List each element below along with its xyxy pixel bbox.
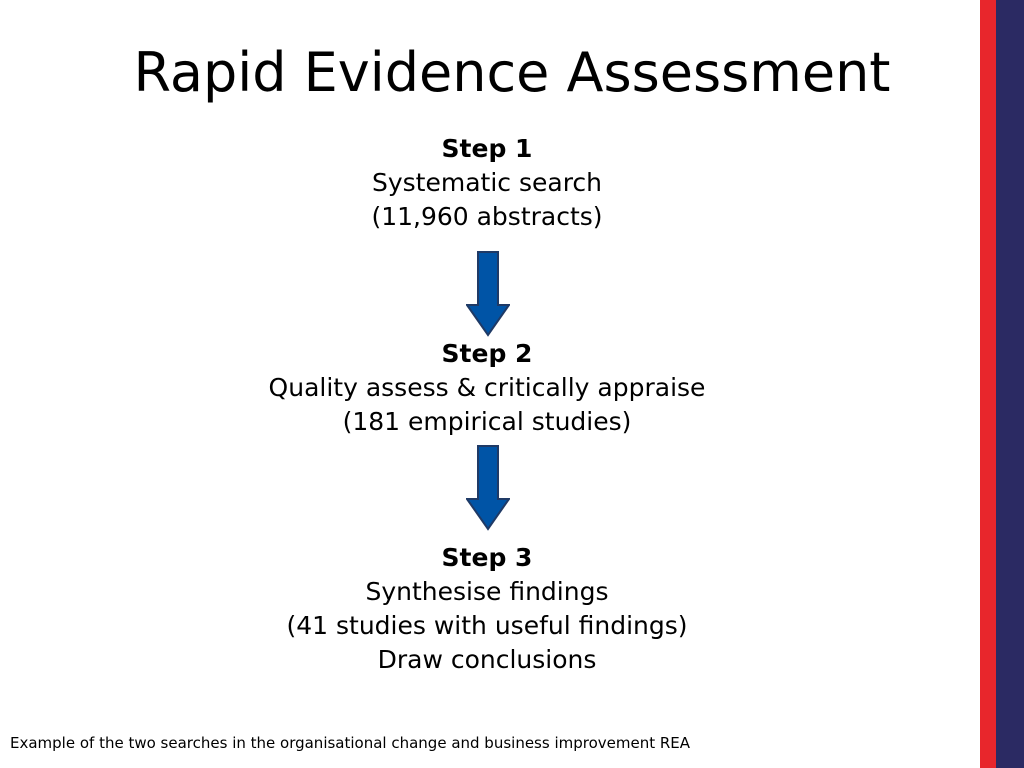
- step-3-block: Step 3 Synthesise findings (41 studies w…: [0, 541, 974, 677]
- step-3-label: Step 3: [441, 543, 533, 572]
- step-3-line-1: Synthesise findings: [365, 577, 609, 606]
- down-arrow-icon: [466, 445, 510, 531]
- step-1-line-2: (11,960 abstracts): [371, 202, 603, 231]
- step-2-label: Step 2: [441, 339, 533, 368]
- decorative-navy-stripe: [996, 0, 1024, 768]
- step-2-line-2: (181 empirical studies): [342, 407, 632, 436]
- step-3-line-2: (41 studies with useful findings): [286, 611, 688, 640]
- step-2-block: Step 2 Quality assess & critically appra…: [0, 337, 974, 439]
- step-3-line-3: Draw conclusions: [377, 645, 597, 674]
- down-arrow-icon: [466, 251, 510, 337]
- decorative-red-stripe: [980, 0, 996, 768]
- step-2-line-1: Quality assess & critically appraise: [268, 373, 706, 402]
- step-1-label: Step 1: [441, 134, 533, 163]
- slide-title: Rapid Evidence Assessment: [133, 41, 891, 104]
- step-1-block: Step 1 Systematic search (11,960 abstrac…: [0, 132, 974, 234]
- footnote: Example of the two searches in the organ…: [10, 734, 691, 752]
- step-1-line-1: Systematic search: [371, 168, 603, 197]
